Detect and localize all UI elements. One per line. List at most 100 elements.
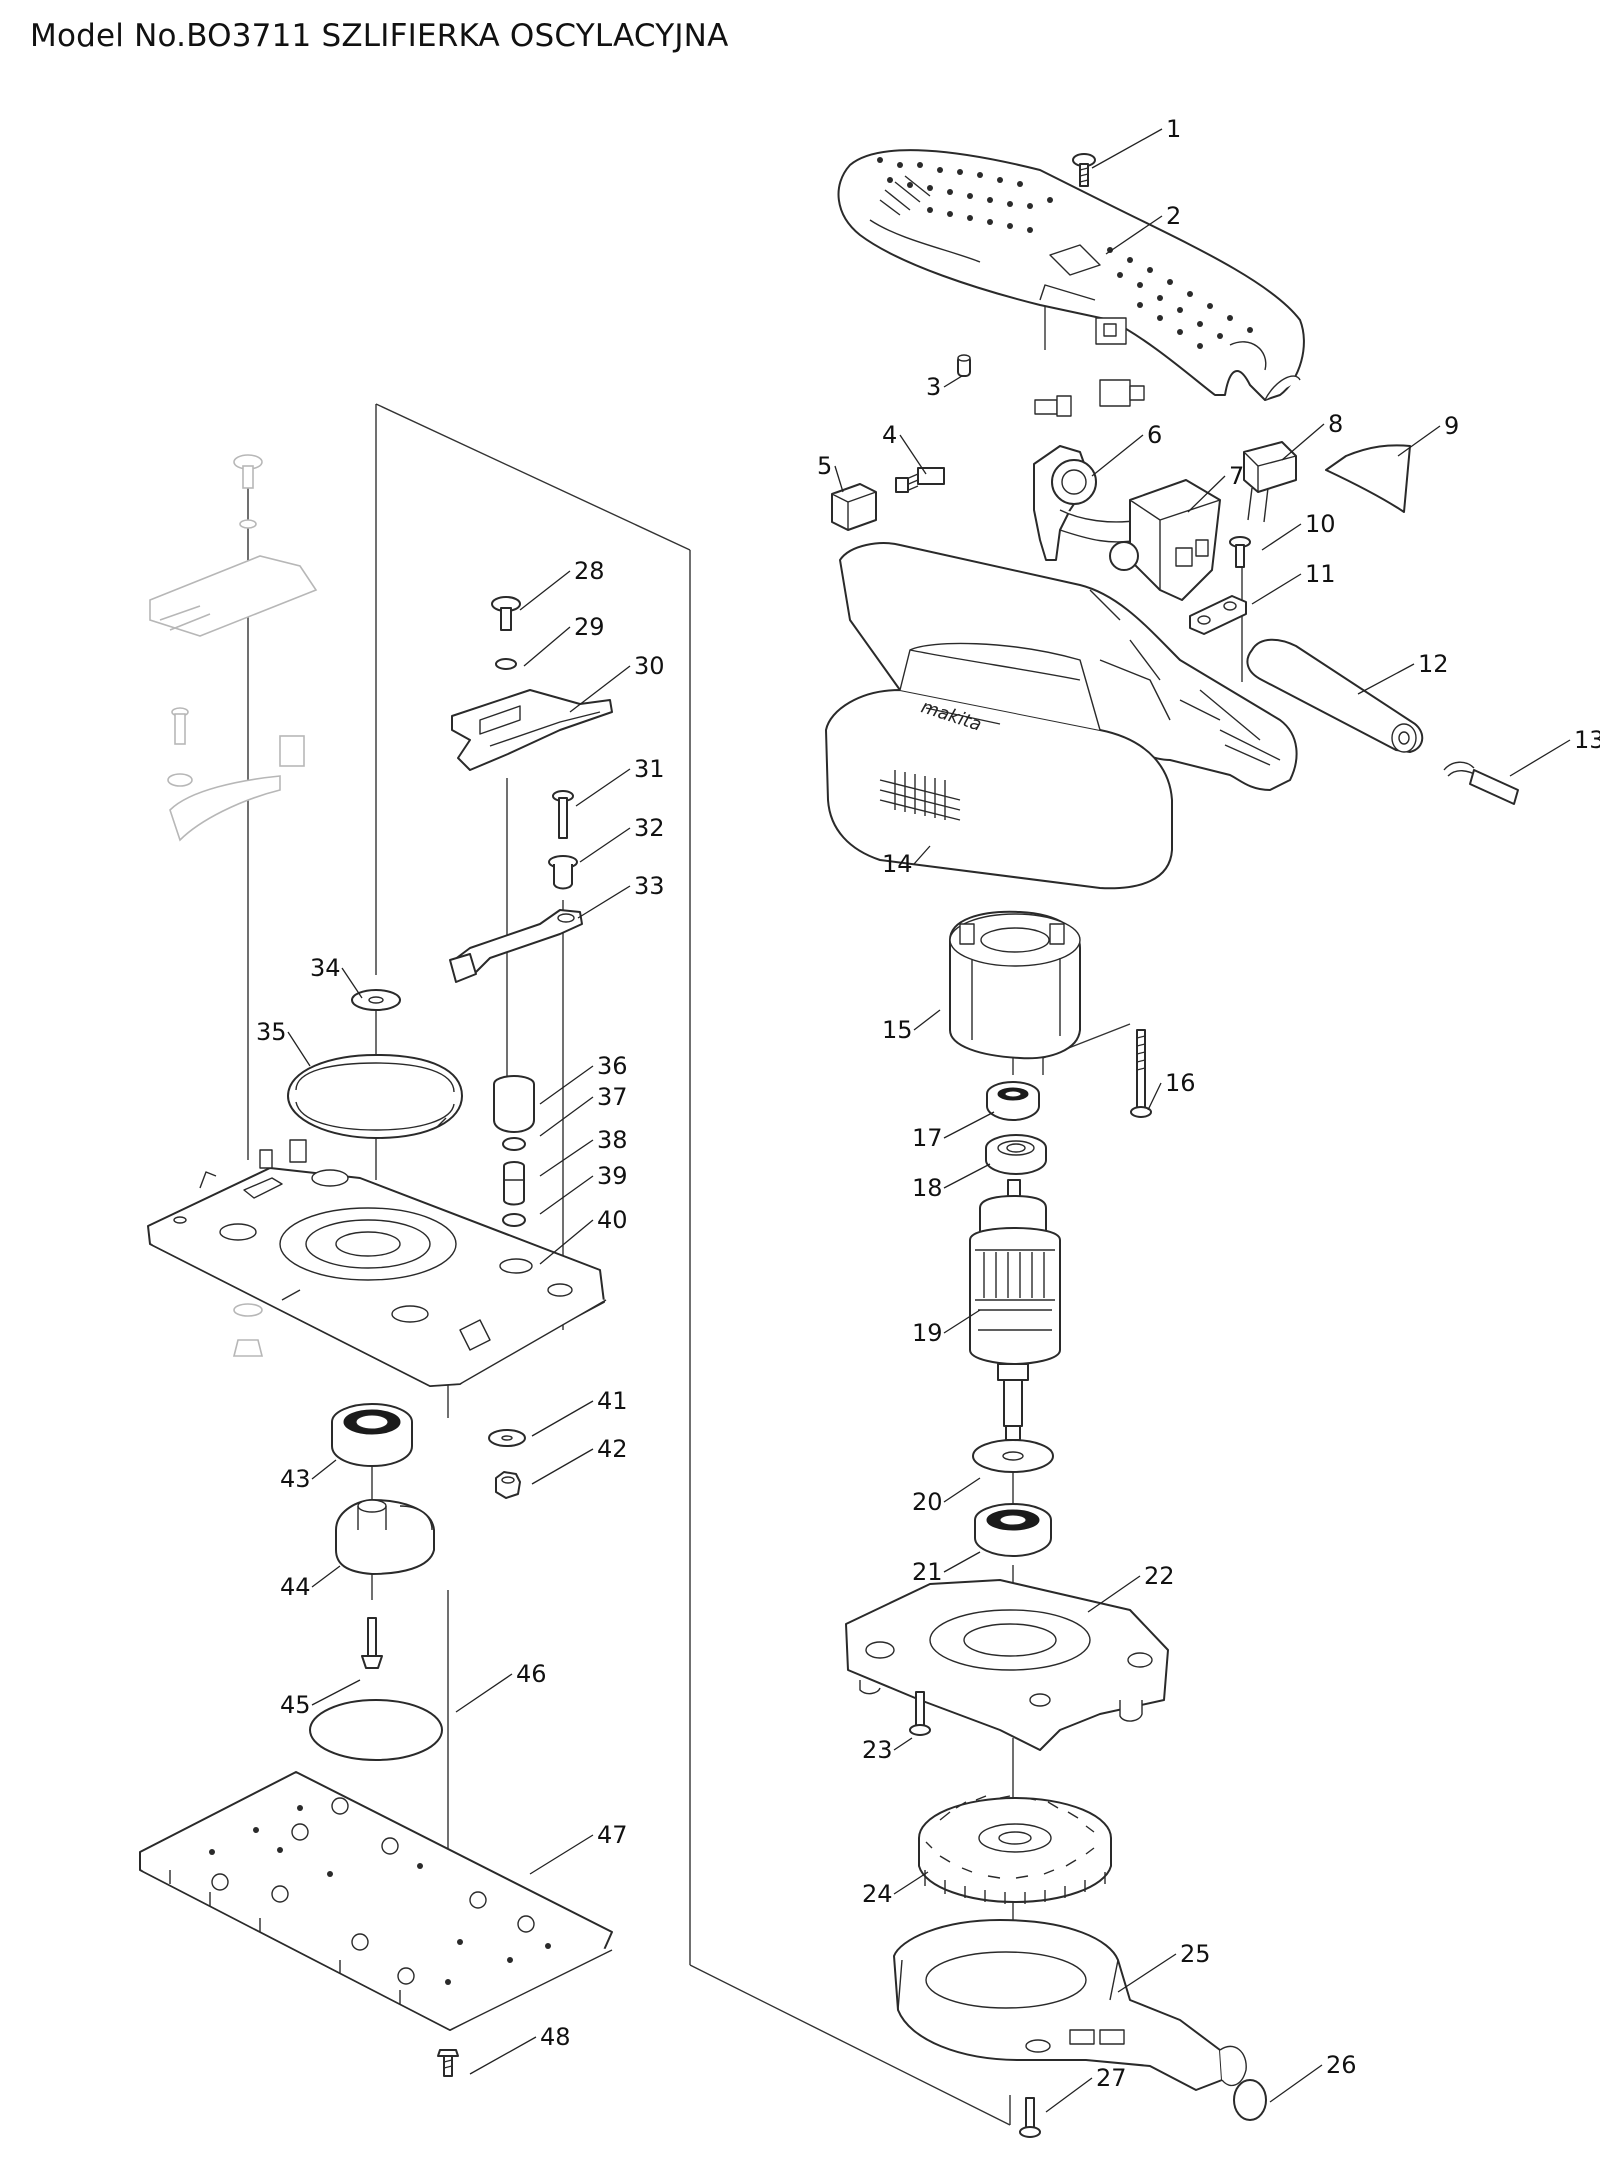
part-25-number: 25 — [1180, 1940, 1211, 1968]
part-34-number: 34 — [310, 954, 341, 982]
part-18-leader-line — [943, 1163, 991, 1189]
dust-duct-part-25 — [893, 1919, 1247, 2091]
part-37-number: 37 — [597, 1083, 628, 1111]
part-36-leader-line — [539, 1065, 594, 1105]
part-19-number: 19 — [912, 1319, 943, 1347]
part-18-callout: 18 — [912, 1163, 991, 1202]
part-4-callout: 4 — [882, 421, 927, 475]
part-8-callout: 8 — [1281, 410, 1343, 461]
armature-part-19 — [969, 1179, 1061, 1441]
bearing-part-43 — [331, 1403, 413, 1467]
carbon-brush-part-4 — [895, 467, 945, 493]
screw-part-27 — [1019, 2097, 1041, 2138]
part-34-leader-line — [341, 967, 363, 999]
bearing-part-21 — [974, 1503, 1052, 1557]
screw-part-23 — [909, 1691, 931, 1736]
part-2-callout: 2 — [1105, 202, 1181, 255]
part-5-callout: 5 — [817, 452, 844, 493]
part-39-callout: 39 — [539, 1162, 628, 1215]
part-31-number: 31 — [634, 755, 665, 783]
part-1-number: 1 — [1166, 115, 1181, 143]
part-16-number: 16 — [1165, 1069, 1196, 1097]
part-38-callout: 38 — [539, 1126, 628, 1177]
part-44-number: 44 — [280, 1573, 311, 1601]
bearing-housing-part-22 — [845, 1579, 1169, 1751]
part-48-callout: 48 — [469, 2023, 571, 2075]
part-44-callout: 44 — [280, 1565, 341, 1601]
part-1-leader-line — [1091, 128, 1163, 169]
part-32-callout: 32 — [579, 814, 665, 863]
page-title: Model No.BO3711 SZLIFIERKA OSCYLACYJNA — [30, 18, 729, 54]
part-12-leader-line — [1357, 663, 1415, 695]
part-29-leader-line — [523, 626, 571, 667]
lever-part-33 — [449, 909, 583, 983]
counterweight-part-44 — [335, 1499, 435, 1575]
plate-part-30 — [451, 689, 613, 771]
part-26-number: 26 — [1326, 2051, 1357, 2079]
part-31-callout: 31 — [575, 755, 665, 807]
terminal-part-13 — [1443, 761, 1519, 805]
part-43-leader-line — [311, 1459, 337, 1480]
part-27-leader-line — [1045, 2077, 1093, 2113]
part-42-callout: 42 — [531, 1435, 628, 1485]
part-37-leader-line — [539, 1096, 594, 1137]
part-29-number: 29 — [574, 613, 605, 641]
part-32-leader-line — [579, 827, 631, 863]
part-46-leader-line — [455, 1673, 513, 1713]
pad-base-part-40 — [147, 1139, 607, 1387]
part-35-leader-line — [287, 1031, 311, 1067]
part-23-leader-line — [893, 1737, 913, 1751]
part-5-number: 5 — [817, 452, 832, 480]
part-12-callout: 12 — [1357, 650, 1449, 695]
part-29-callout: 29 — [523, 613, 605, 667]
part-47-number: 47 — [597, 1821, 628, 1849]
part-13-leader-line — [1509, 739, 1571, 777]
part-4-leader-line — [899, 434, 927, 475]
part-46-callout: 46 — [455, 1660, 547, 1713]
bushing-part-36 — [493, 1075, 535, 1133]
part-10-number: 10 — [1305, 510, 1336, 538]
bushing-part-32 — [548, 855, 578, 890]
part-42-leader-line — [531, 1448, 594, 1485]
label-plate-part-9 — [1325, 444, 1411, 513]
part-15-leader-line — [913, 1009, 941, 1031]
handle-cover-dots — [877, 157, 1253, 349]
part-23-number: 23 — [862, 1736, 893, 1764]
strain-relief-part-11 — [1189, 595, 1247, 635]
part-41-callout: 41 — [531, 1387, 628, 1437]
part-30-callout: 30 — [569, 652, 665, 713]
part-36-number: 36 — [597, 1052, 628, 1080]
part-11-number: 11 — [1305, 560, 1336, 588]
part-2-leader-line — [1105, 215, 1163, 255]
part-6-number: 6 — [1147, 421, 1162, 449]
screw-part-48 — [437, 2049, 459, 2077]
part-31-leader-line — [575, 768, 631, 807]
part-28-leader-line — [519, 570, 571, 611]
part-11-callout: 11 — [1251, 560, 1336, 605]
pin-part-38 — [503, 1161, 525, 1206]
part-17-callout: 17 — [912, 1111, 995, 1152]
part-20-number: 20 — [912, 1488, 943, 1516]
nut-part-42 — [495, 1471, 521, 1499]
part-26-callout: 26 — [1269, 2051, 1357, 2103]
washer-part-20 — [972, 1439, 1054, 1473]
part-18-number: 18 — [912, 1174, 943, 1202]
motor-housing-part-14: makita — [825, 542, 1298, 890]
part-38-leader-line — [539, 1139, 594, 1177]
part-47-leader-line — [529, 1834, 594, 1875]
part-41-number: 41 — [597, 1387, 628, 1415]
part-27-number: 27 — [1096, 2064, 1127, 2092]
part-2-number: 2 — [1166, 202, 1181, 230]
part-23-callout: 23 — [862, 1736, 913, 1764]
part-24-number: 24 — [862, 1880, 893, 1908]
part-7-leader-line — [1187, 475, 1226, 513]
part-20-leader-line — [943, 1477, 981, 1503]
part-13-callout: 13 — [1509, 726, 1600, 777]
part-21-callout: 21 — [912, 1551, 981, 1586]
part-32-number: 32 — [634, 814, 665, 842]
part-15-number: 15 — [882, 1016, 913, 1044]
part-8-number: 8 — [1328, 410, 1343, 438]
part-10-callout: 10 — [1261, 510, 1336, 551]
part-43-number: 43 — [280, 1465, 311, 1493]
part-16-callout: 16 — [1147, 1069, 1196, 1111]
